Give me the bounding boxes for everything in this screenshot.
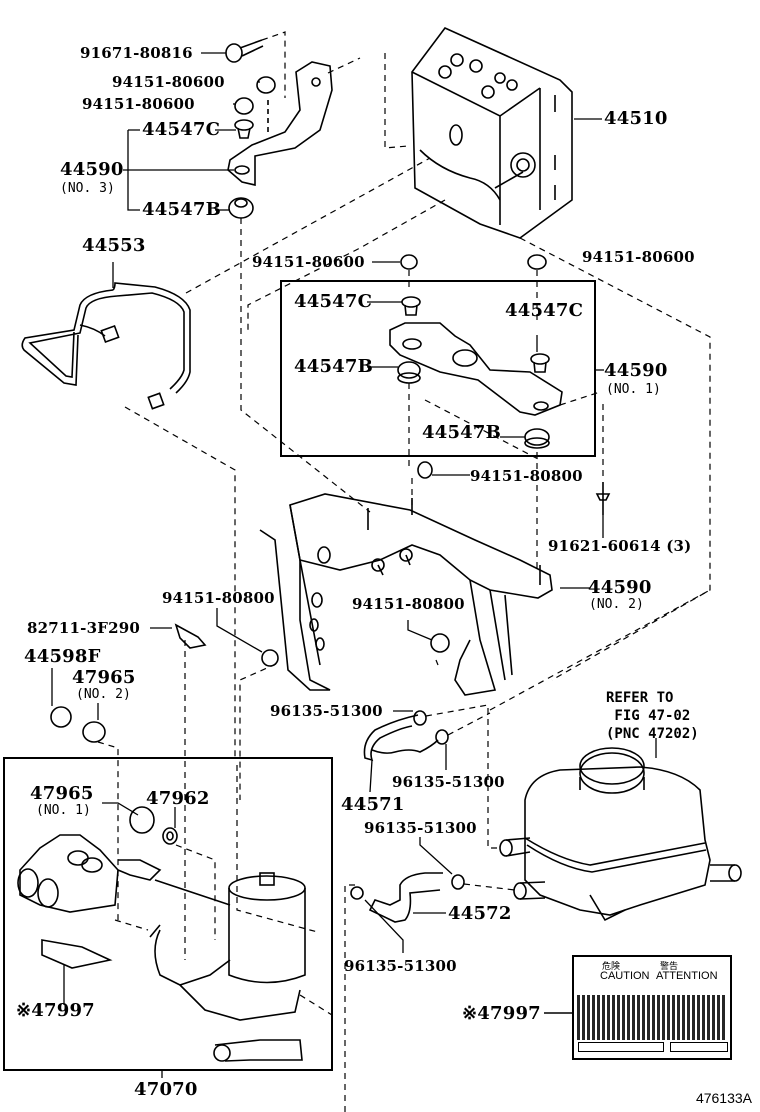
pump-assy-drawing (17, 806, 306, 1062)
caution-field-2 (670, 1042, 728, 1052)
bolt-drawing (225, 39, 264, 63)
caution-text-block (577, 995, 727, 1040)
refer-to-fig-note: REFER TO FIG 47-02 (PNC 47202) (606, 690, 699, 742)
callout-94151-80600-mid-right: 94151-80600 (582, 248, 695, 266)
caution-label-plate: 危険 警告 CAUTION ATTENTION (572, 955, 732, 1060)
callout-94151-80600-mid-left: 94151-80600 (252, 253, 365, 271)
callout-96135-51300-lower: 96135-51300 (344, 957, 457, 975)
leader-lines (51, 52, 657, 1078)
reservoir-drawing (499, 747, 742, 922)
caution-en-left: CAUTION (600, 970, 650, 982)
callout-47965-no2: 47965 (72, 667, 136, 688)
callout-96135-51300-mid: 96135-51300 (364, 819, 477, 837)
callout-94151-80800-upper: 94151-80800 (470, 467, 583, 485)
callout-94151-80600-b: 94151-80600 (82, 95, 195, 113)
callout-44547c-box1-left: 44547C (294, 291, 373, 312)
callout-91621-60614: 91621-60614 (3) (548, 537, 692, 555)
nut-drawings-top (228, 76, 276, 219)
callout-47965-no1: 47965 (30, 783, 94, 804)
callout-47962: 47962 (146, 788, 210, 809)
caution-en-right: ATTENTION (656, 970, 718, 982)
small-parts-left-drawing (50, 623, 207, 743)
tube-44553-drawing (21, 282, 191, 410)
callout-44547b-box1-left: 44547B (294, 356, 374, 377)
callout-96135-51300-upper: 96135-51300 (270, 702, 383, 720)
bracket-no1-group-box (280, 280, 596, 457)
callout-44590-no1: 44590 (604, 360, 668, 381)
callout-44510: 44510 (604, 108, 668, 129)
callout-44590-no2-sub: (NO. 2) (589, 597, 644, 612)
callout-44590-no3-sub: (NO. 3) (60, 181, 115, 196)
callout-44590-no2: 44590 (588, 577, 652, 598)
callout-44598f: 44598F (24, 646, 101, 667)
callout-44590-no3: 44590 (60, 159, 124, 180)
callout-96135-51300-upper-right: 96135-51300 (392, 773, 505, 791)
callout-44571: 44571 (341, 794, 405, 815)
bracket-no1-drawing (389, 254, 563, 449)
callout-44547c-top: 44547C (142, 119, 221, 140)
callout-47997-caution: ※47997 (462, 1003, 541, 1024)
actuator-44510-drawing (411, 27, 573, 239)
callout-44547c-box1-right: 44547C (505, 300, 584, 321)
callout-44547b-top: 44547B (142, 199, 222, 220)
callout-44572: 44572 (448, 903, 512, 924)
callout-47965-no1-sub: (NO. 1) (36, 803, 91, 818)
callout-47070: 47070 (134, 1079, 198, 1100)
callout-94151-80600-a: 94151-80600 (112, 73, 225, 91)
callout-44553: 44553 (82, 235, 146, 256)
dashed-connectors (97, 31, 711, 1112)
callout-94151-80800-mid: 94151-80800 (352, 595, 465, 613)
caution-field-1 (578, 1042, 664, 1052)
hose-44572-drawing (350, 872, 465, 923)
callout-47997-box2: ※47997 (16, 1000, 95, 1021)
hose-44571-drawing (363, 710, 449, 762)
bracket-no3-drawing (227, 61, 333, 187)
callout-82711-3f290: 82711-3F290 (27, 619, 141, 637)
callout-44547b-box1-bottom: 44547B (422, 422, 502, 443)
callout-91671-80816: 91671-80816 (80, 44, 193, 62)
bracket-no2-drawing (259, 461, 611, 696)
callout-47965-no2-sub: (NO. 2) (76, 687, 131, 702)
figure-id: 476133A (695, 1090, 752, 1106)
caution-jp-left: 危険 (602, 961, 621, 971)
caution-jp-right: 警告 (660, 961, 679, 971)
callout-94151-80800-left: 94151-80800 (162, 589, 275, 607)
callout-44590-no1-sub: (NO. 1) (606, 382, 661, 397)
